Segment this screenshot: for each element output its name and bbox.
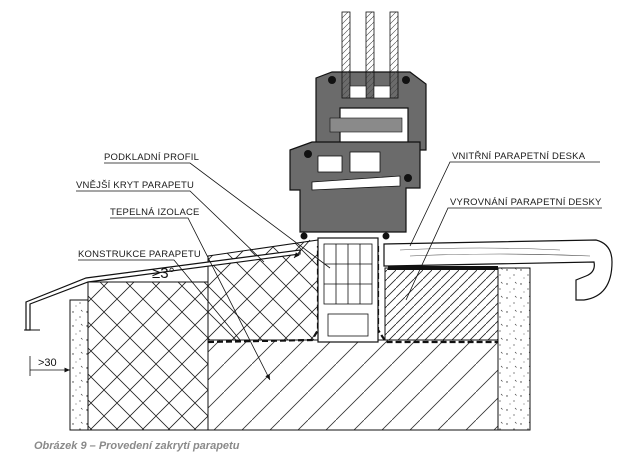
leader-vnejsi-kryt — [76, 190, 265, 263]
label-vyrovnani: VYROVNÁNÍ PARAPETNÍ DESKY — [450, 197, 602, 208]
leader-lines — [76, 161, 602, 381]
leader-podkladni-profil — [104, 162, 331, 269]
drip-arrow — [293, 239, 311, 259]
figure-caption: Obrázek 9 – Provedení zakrytí parapetu — [34, 440, 240, 452]
overhang-annotation: >30 — [38, 357, 57, 369]
outer-sill-cover — [24, 249, 301, 331]
slope-annotation: ≥3° — [152, 265, 175, 282]
wall-construction — [69, 239, 531, 431]
leader-vyrovnani — [405, 207, 602, 301]
leader-vnitrni-deska — [409, 161, 600, 247]
inner-window-board — [383, 239, 613, 301]
label-tepelna-izolace: TEPELNÁ IZOLACE — [110, 207, 200, 218]
leader-konstrukce — [78, 259, 241, 341]
label-vnejsi-kryt: VNĚJŠÍ KRYT PARAPETU — [76, 180, 194, 191]
label-vnitrni-deska: VNITŘNÍ PARAPETNÍ DESKA — [452, 151, 586, 162]
label-podkladni-profil: PODKLADNÍ PROFIL — [104, 152, 199, 163]
glazing-unit — [341, 11, 399, 99]
label-konstrukce: KONSTRUKCE PARAPETU — [78, 249, 201, 260]
leader-tepelna-izolace — [110, 217, 271, 381]
support-profile — [317, 237, 379, 343]
overhang-dimension — [29, 356, 71, 376]
